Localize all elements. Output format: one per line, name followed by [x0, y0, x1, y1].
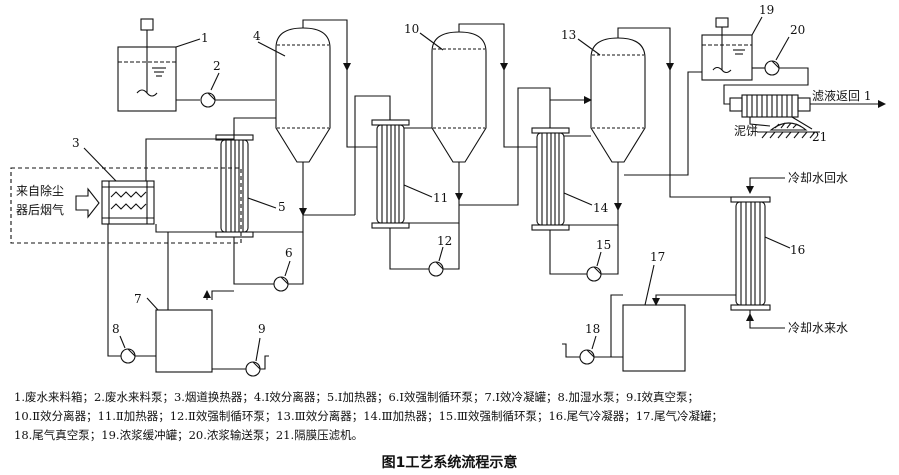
piping — [107, 19, 785, 370]
label-18: 18 — [585, 322, 600, 336]
legend-line-2: 10.Ⅱ效分离器；11.Ⅱ加热器；12.Ⅱ效强制循环泵；13.Ⅲ效分离器；14.… — [14, 409, 724, 423]
label-2: 2 — [213, 59, 221, 73]
effect-2-circulation-pump — [428, 246, 444, 277]
effect-1-vacuum-pump — [245, 337, 269, 377]
flue-gas-heat-exchanger — [10, 147, 242, 244]
label-1: 1 — [201, 31, 209, 45]
diaphragm-filter-press — [729, 94, 886, 139]
filtrate-return-label: 滤液返回 1 — [812, 88, 871, 103]
label-20: 20 — [790, 23, 805, 37]
wastewater-feed-pump — [176, 72, 275, 108]
tail-gas-condenser — [730, 196, 791, 311]
wastewater-feed-tank — [117, 18, 201, 112]
label-7: 7 — [134, 292, 142, 306]
cooling-water-supply-label: 冷却水来水 — [788, 321, 848, 335]
label-4: 4 — [253, 29, 261, 43]
cooling-water-return-label: 冷却水回水 — [788, 171, 848, 185]
label-12: 12 — [437, 234, 452, 248]
effect-3-circulation-pump — [586, 251, 602, 282]
label-9: 9 — [258, 322, 266, 336]
label-19: 19 — [759, 3, 774, 17]
process-flow-diagram: 1 2 4 10 13 — [10, 3, 886, 377]
label-13: 13 — [561, 28, 576, 42]
flue-gas-label-line-2: 器后烟气 — [16, 202, 64, 217]
tail-gas-vacuum-pump — [562, 335, 623, 365]
label-16: 16 — [790, 243, 805, 257]
humidifying-water-pump — [119, 335, 136, 364]
effect-2-heater — [371, 119, 433, 238]
effect-2-separator — [419, 31, 487, 163]
label-17: 17 — [650, 250, 665, 264]
label-3: 3 — [72, 136, 80, 150]
legend-line-3: 18.尾气真空泵；19.浓浆缓冲罐；20.浓浆输送泵；21.隔膜压滤机。 — [14, 428, 364, 442]
label-11: 11 — [433, 191, 448, 205]
label-8: 8 — [112, 322, 120, 336]
label-21: 21 — [812, 130, 827, 144]
effect-1-condensate-tank — [146, 297, 213, 373]
label-14: 14 — [593, 201, 609, 215]
legend-line-1: 1.废水来料箱；2.废水来料泵；3.烟道换热器；4.Ⅰ效分离器；5.Ⅰ加热器；6… — [14, 390, 699, 404]
label-10: 10 — [404, 22, 419, 36]
effect-1-heater — [215, 130, 277, 243]
label-6: 6 — [285, 246, 293, 260]
figure-caption: 图1工艺系统流程示意 — [381, 455, 518, 471]
filter-cake-label: 泥饼 — [734, 124, 758, 138]
label-15: 15 — [596, 238, 611, 252]
flue-gas-label-line-1: 来自除尘 — [16, 183, 64, 198]
effect-1-separator — [257, 27, 331, 163]
effect-3-separator — [577, 37, 646, 163]
effect-1-circulation-pump — [273, 260, 291, 292]
tail-gas-condensate-tank — [622, 264, 686, 372]
label-5: 5 — [278, 200, 286, 214]
slurry-transfer-pump — [723, 36, 809, 105]
slurry-buffer-tank — [701, 16, 763, 81]
effect-3-heater — [531, 127, 593, 240]
